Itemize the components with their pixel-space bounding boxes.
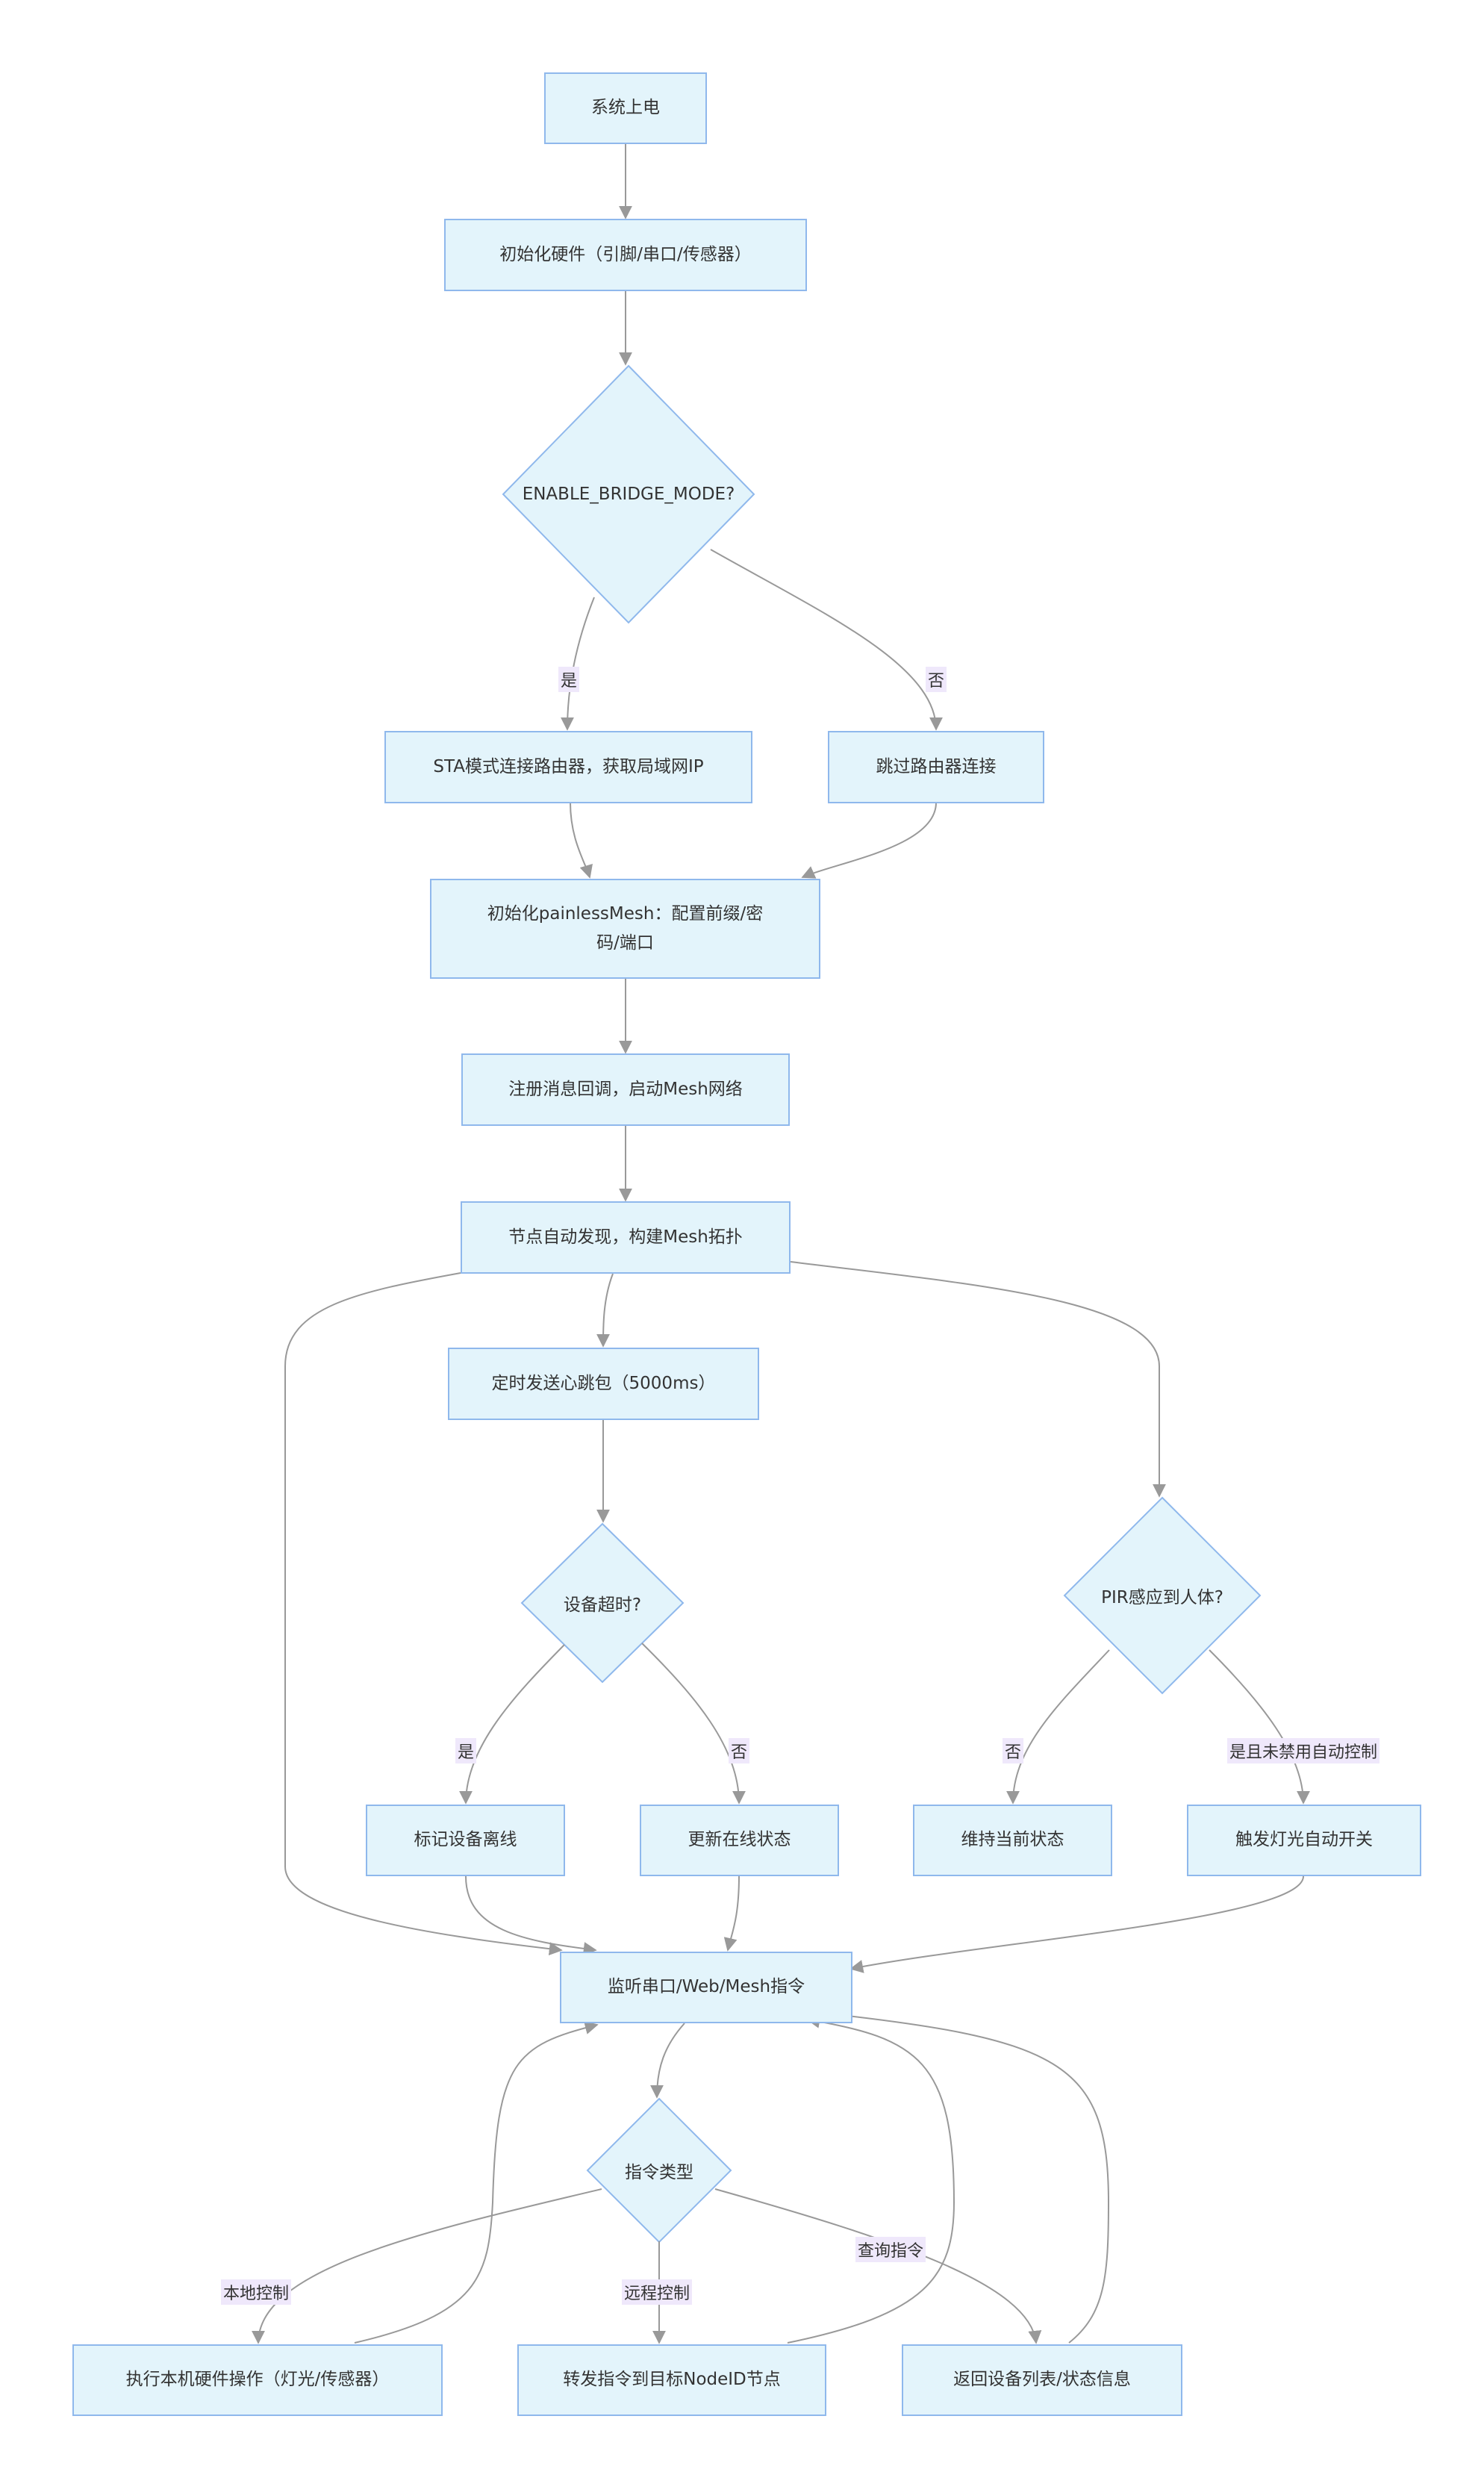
init-hardware-node: 初始化硬件（引脚/串口/传感器） <box>444 219 807 291</box>
device-list-node: 返回设备列表/状态信息 <box>902 2344 1182 2416</box>
edge-list-to-listen <box>806 2005 1110 2344</box>
bridge-mode-label: ENABLE_BRIDGE_MODE? <box>522 485 735 504</box>
edge-discover-to-heartbeat <box>596 1273 614 1348</box>
edge-cmd-query <box>714 2188 1042 2344</box>
edge-bridge-yes <box>561 597 595 731</box>
local-exec-node: 执行本机硬件操作（灯光/传感器） <box>72 2344 443 2416</box>
edge-bridge-no <box>710 549 943 731</box>
sta-connect-node: STA模式连接路由器，获取局域网IP <box>384 731 752 803</box>
edge-local-to-listen <box>354 2021 599 2344</box>
edge-label-timeout-yes: 是 <box>455 1738 477 1763</box>
edge-discover-to-pir <box>790 1261 1166 1498</box>
edge-pir-no <box>1006 1649 1110 1805</box>
keep-state-node: 维持当前状态 <box>913 1805 1112 1876</box>
edge-discover-to-listen <box>284 1272 563 1956</box>
edge-forward-to-listen <box>787 2014 955 2344</box>
edge-offline-to-listen <box>465 1875 597 1955</box>
edge-sta-to-mesh <box>570 802 593 879</box>
edge-cmd-local <box>252 2188 602 2344</box>
init-mesh-node: 初始化painlessMesh：配置前缀/密码/端口 <box>430 879 820 979</box>
update-online-node: 更新在线状态 <box>640 1805 839 1876</box>
forward-command-node: 转发指令到目标NodeID节点 <box>517 2344 826 2416</box>
edge-label-cmd-query: 查询指令 <box>855 2237 926 2262</box>
edge-label-cmd-local: 本地控制 <box>220 2279 292 2305</box>
edge-timeout-yes <box>459 1644 565 1805</box>
edge-label-timeout-no: 否 <box>728 1738 750 1763</box>
mark-offline-node: 标记设备离线 <box>366 1805 565 1876</box>
edge-label-bridge-yes: 是 <box>558 667 580 692</box>
edge-skip-to-mesh <box>801 802 937 879</box>
register-callback-node: 注册消息回调，启动Mesh网络 <box>461 1053 790 1126</box>
command-type-label: 指令类型 <box>625 2163 693 2182</box>
trigger-light-node: 触发灯光自动开关 <box>1187 1805 1421 1876</box>
pir-diamond <box>1063 1496 1262 1695</box>
edge-trigger-to-listen <box>849 1875 1304 1973</box>
edge-online-to-listen <box>723 1875 740 1952</box>
timeout-label: 设备超时? <box>563 1595 642 1615</box>
heartbeat-node: 定时发送心跳包（5000ms） <box>448 1348 759 1420</box>
power-on-node: 系统上电 <box>544 72 707 144</box>
edge-label-pir-yes: 是且未禁用自动控制 <box>1226 1738 1380 1763</box>
pir-label: PIR感应到人体? <box>1101 1588 1223 1607</box>
edge-label-cmd-remote: 远程控制 <box>621 2279 693 2305</box>
node-discovery-node: 节点自动发现，构建Mesh拓扑 <box>461 1201 791 1274</box>
bridge-mode-diamond <box>502 364 755 624</box>
edge-label-pir-no: 否 <box>1002 1738 1024 1763</box>
edge-pir-yes <box>1209 1649 1310 1805</box>
timeout-diamond <box>520 1522 685 1684</box>
edge-listen-to-cmd <box>650 2023 685 2099</box>
edge-label-bridge-no: 否 <box>925 667 947 692</box>
edge-timeout-no <box>641 1643 746 1805</box>
listen-commands-node: 监听串口/Web/Mesh指令 <box>560 1952 852 2023</box>
skip-router-node: 跳过路由器连接 <box>828 731 1044 803</box>
